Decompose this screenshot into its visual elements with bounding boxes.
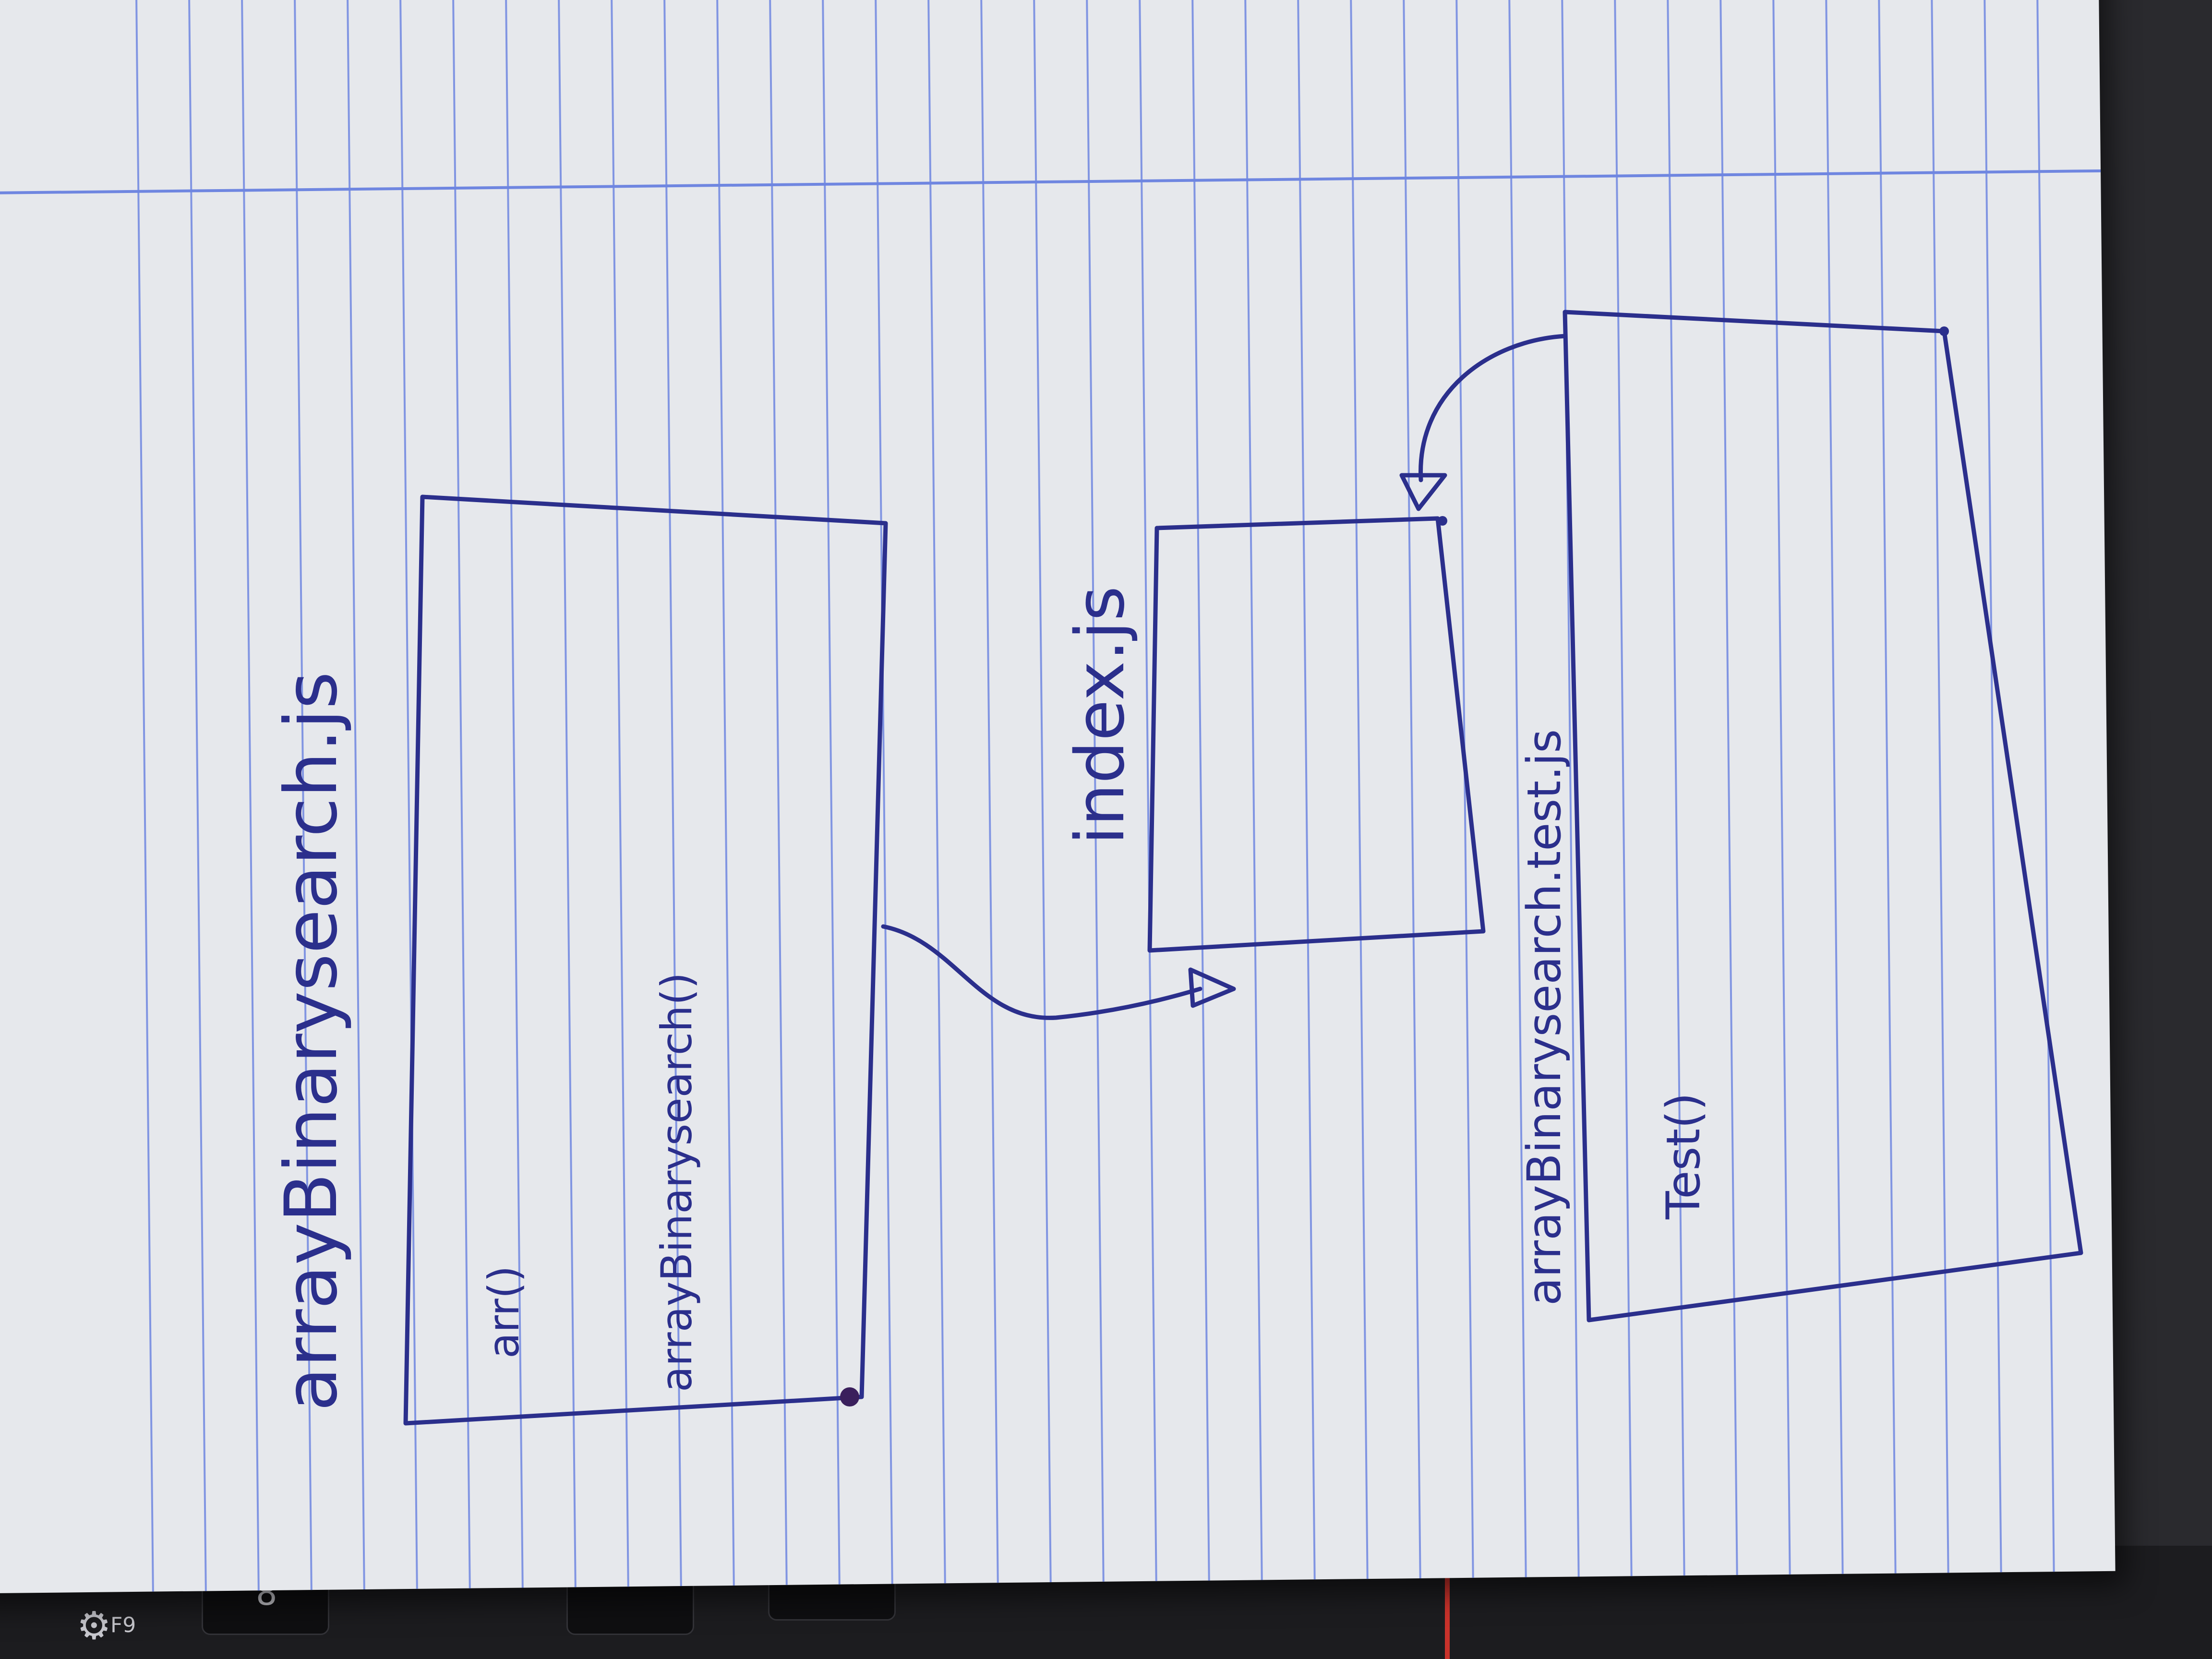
filename-label-index: index.js	[1061, 586, 1140, 845]
keyboard-red-accent	[1445, 1551, 1450, 1659]
function-label-arr: arr()	[479, 1266, 529, 1358]
arrow-binarysearch-to-index	[881, 924, 1202, 1020]
ink-smudge	[840, 1387, 859, 1407]
ink-dot	[1939, 326, 1949, 336]
gear-icon: ⚙	[77, 1603, 111, 1648]
file-box-arraybinarysearch	[403, 494, 888, 1426]
file-box-test	[1563, 310, 2083, 1322]
arrow-test-loop	[1419, 334, 1567, 482]
filename-label-arraybinarysearch: arrayBinarysearch.js	[270, 672, 353, 1411]
file-box-index	[1147, 516, 1486, 953]
arrow-head-index	[1188, 967, 1236, 1008]
function-label-test: Test()	[1657, 1093, 1710, 1220]
ink-dot	[1438, 516, 1447, 526]
arrow-head-test	[1399, 473, 1447, 511]
filename-label-test: arrayBinarysearch.test.js	[1517, 729, 1571, 1306]
key-label-f9: F9	[110, 1613, 136, 1637]
function-label-arraybinarysearch: arrayBinarysearch()	[652, 973, 701, 1393]
